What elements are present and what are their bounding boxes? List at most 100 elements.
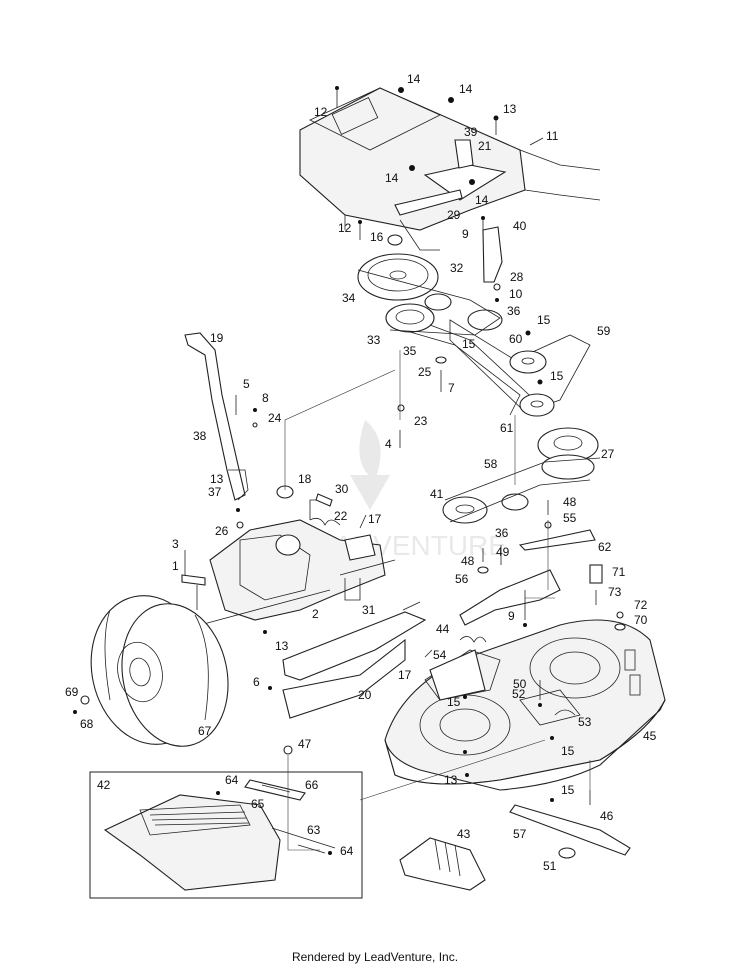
callout-44: 44 xyxy=(436,622,450,636)
callout-8: 8 xyxy=(262,391,269,405)
callout-65: 65 xyxy=(251,797,265,811)
callout-29: 29 xyxy=(447,208,461,222)
callout-47: 47 xyxy=(298,737,312,751)
callout-64: 64 xyxy=(225,773,239,787)
callout-64b: 64 xyxy=(340,844,354,858)
idler-arm-62 xyxy=(518,529,596,551)
callout-17: 17 xyxy=(368,512,382,526)
callout-28: 28 xyxy=(510,270,524,284)
callout-31: 31 xyxy=(362,603,376,617)
callout-25: 25 xyxy=(418,365,432,379)
transaxle xyxy=(199,499,396,626)
callout-36: 36 xyxy=(507,304,521,318)
callout-15c: 15 xyxy=(550,369,564,383)
bracket-31 xyxy=(344,578,361,601)
inset-box xyxy=(89,771,363,899)
callout-38: 38 xyxy=(193,429,207,443)
belt-guard xyxy=(282,601,427,719)
callout-27: 27 xyxy=(601,447,615,461)
callout-48: 48 xyxy=(563,495,577,509)
callout-36b: 36 xyxy=(495,526,509,540)
callout-24: 24 xyxy=(268,411,282,425)
callout-13c: 13 xyxy=(275,639,289,653)
callout-7: 7 xyxy=(448,381,455,395)
callout-72: 72 xyxy=(634,598,648,612)
callout-34: 34 xyxy=(342,291,356,305)
callout-23: 23 xyxy=(414,414,428,428)
callout-19: 19 xyxy=(210,331,224,345)
callout-52: 52 xyxy=(512,687,526,701)
shift-bracket xyxy=(394,139,507,216)
callout-15e: 15 xyxy=(561,744,575,758)
callout-13d: 13 xyxy=(444,773,458,787)
callout-41: 41 xyxy=(430,487,444,501)
callout-33: 33 xyxy=(367,333,381,347)
callout-59: 59 xyxy=(597,324,611,338)
callout-15f: 15 xyxy=(561,783,575,797)
callout-3: 3 xyxy=(172,537,179,551)
callout-14b: 14 xyxy=(459,82,473,96)
callout-22: 22 xyxy=(334,509,348,523)
callout-30: 30 xyxy=(335,482,349,496)
callout-57: 57 xyxy=(513,827,527,841)
deck-pulleys xyxy=(442,427,601,524)
callout-15: 15 xyxy=(537,313,551,327)
callout-35: 35 xyxy=(403,344,417,358)
callout-48b: 48 xyxy=(461,554,475,568)
callout-53: 53 xyxy=(578,715,592,729)
callout-42: 42 xyxy=(97,778,111,792)
callout-51: 51 xyxy=(543,859,557,873)
callout-67: 67 xyxy=(198,724,212,738)
mower-blade xyxy=(509,804,631,859)
bracket-40 xyxy=(482,226,503,283)
callout-6: 6 xyxy=(253,675,260,689)
callout-69: 69 xyxy=(65,685,79,699)
shift-lever xyxy=(184,332,249,501)
callout-9b: 9 xyxy=(508,609,515,623)
callout-12: 12 xyxy=(314,105,328,119)
callout-15d: 15 xyxy=(447,695,461,709)
callout-66: 66 xyxy=(305,778,319,792)
callout-39: 39 xyxy=(464,125,478,139)
callout-5: 5 xyxy=(243,377,250,391)
callout-1: 1 xyxy=(172,559,179,573)
callout-49: 49 xyxy=(496,545,510,559)
callout-14: 14 xyxy=(407,72,421,86)
callout-55: 55 xyxy=(563,511,577,525)
callout-26: 26 xyxy=(215,524,229,538)
chute-deflector-43 xyxy=(399,837,486,891)
callout-50: 50 xyxy=(513,677,527,691)
callout-63: 63 xyxy=(307,823,321,837)
callout-16: 16 xyxy=(370,230,384,244)
idler-arm-44 xyxy=(459,569,561,626)
callout-40: 40 xyxy=(513,219,527,233)
callout-56: 56 xyxy=(455,572,469,586)
callout-11: 11 xyxy=(546,129,559,143)
callout-14d: 14 xyxy=(475,193,489,207)
callout-46: 46 xyxy=(600,809,614,823)
callout-17b: 17 xyxy=(398,668,412,682)
callout-4: 4 xyxy=(385,437,392,451)
footer-credit: Rendered by LeadVenture, Inc. xyxy=(291,950,459,964)
callout-20: 20 xyxy=(358,688,372,702)
deck-belt-loop xyxy=(449,319,591,417)
callouts: 1 2 3 4 5 6 7 8 9 9 10 11 12 12 13 13 13… xyxy=(65,72,657,873)
wheel-tire xyxy=(90,595,229,747)
leader-lines xyxy=(284,350,591,851)
hardware xyxy=(73,86,626,855)
callout-13: 13 xyxy=(503,102,517,116)
mower-deck xyxy=(384,619,666,791)
callout-58: 58 xyxy=(484,457,498,471)
callout-60: 60 xyxy=(509,332,523,346)
callout-32: 32 xyxy=(450,261,464,275)
callout-37: 37 xyxy=(208,485,222,499)
callout-14c: 14 xyxy=(385,171,399,185)
callout-10: 10 xyxy=(509,287,523,301)
callout-45: 45 xyxy=(643,729,657,743)
callout-18: 18 xyxy=(298,472,312,486)
callout-43: 43 xyxy=(457,827,471,841)
callout-12b: 12 xyxy=(338,221,352,235)
callout-2: 2 xyxy=(312,607,319,621)
callout-21: 21 xyxy=(478,139,492,153)
